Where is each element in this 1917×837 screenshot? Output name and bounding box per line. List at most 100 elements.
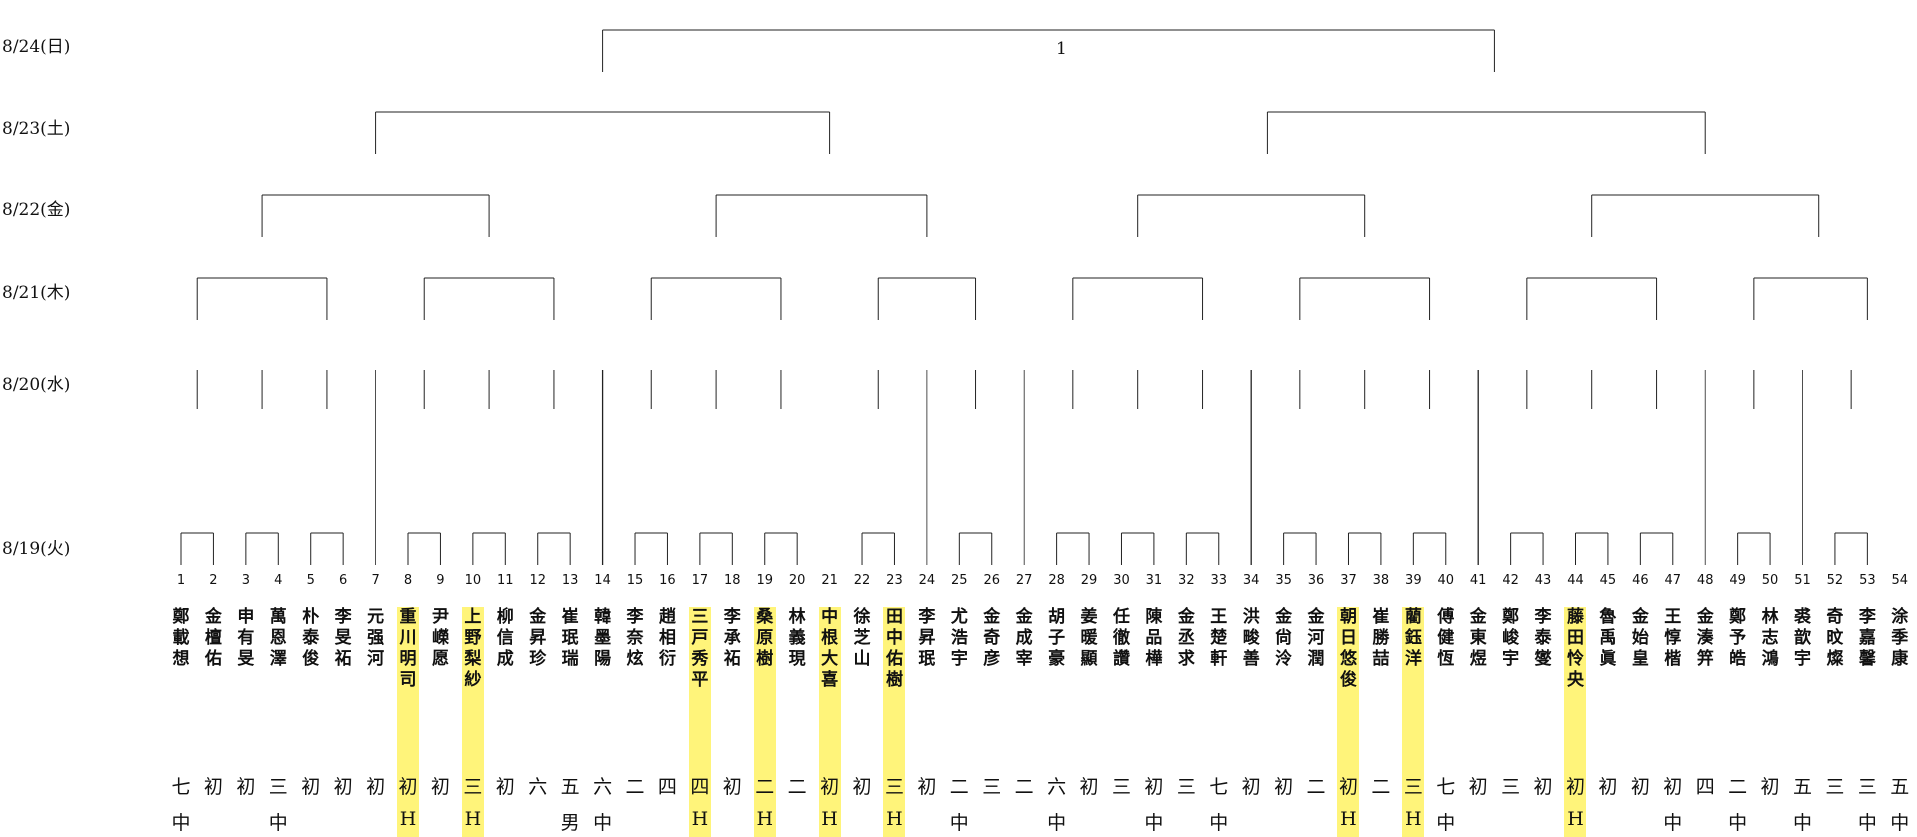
- player-region: H: [756, 808, 774, 830]
- player-number: 26: [983, 573, 1001, 588]
- player-number: 29: [1080, 573, 1098, 588]
- player-number: 15: [626, 573, 644, 588]
- player-number: 34: [1242, 573, 1260, 588]
- player-name: 李嘉馨: [1858, 607, 1876, 669]
- player-number: 7: [371, 573, 380, 588]
- player-number: 32: [1178, 573, 1195, 588]
- player-number: 20: [788, 573, 806, 588]
- player-rank: 三: [1501, 776, 1521, 798]
- player-region: 男: [560, 812, 580, 834]
- player-rank: 三: [1176, 776, 1196, 798]
- player-name: 鄭予皓: [1729, 607, 1747, 669]
- player-name: 元强河: [367, 607, 385, 669]
- highlight-band: [461, 607, 484, 837]
- player-number: 12: [529, 573, 546, 588]
- player-rank: 初: [1630, 776, 1650, 798]
- player-name: 洪畯善: [1242, 607, 1260, 669]
- player-name: 趙相衍: [658, 607, 676, 669]
- player-rank: 初: [398, 776, 418, 798]
- player-name: 金成宰: [1015, 607, 1033, 669]
- player-rank: 初: [1468, 776, 1488, 798]
- player-region: H: [886, 808, 903, 830]
- player-region: 中: [1209, 812, 1229, 834]
- player-rank: 二: [1728, 776, 1748, 798]
- player-rank: 初: [1598, 776, 1618, 798]
- final-match-label: 1: [1056, 39, 1067, 59]
- player-region: 中: [1890, 812, 1910, 834]
- player-number: 41: [1469, 573, 1487, 588]
- player-rank: 二: [1014, 776, 1034, 798]
- player-number: 1: [176, 573, 186, 588]
- player-rank: 二: [1371, 776, 1391, 798]
- player-rank: 初: [1760, 776, 1780, 798]
- player-number: 31: [1145, 573, 1163, 588]
- player-rank: 三: [1825, 776, 1845, 798]
- player-name: 李昇珉: [918, 607, 936, 669]
- player-name: 崔勝喆: [1372, 607, 1390, 669]
- player-rank: 五: [1890, 776, 1910, 798]
- player-name: 尤浩宇: [950, 607, 968, 669]
- highlight-band: [818, 607, 841, 837]
- player-number: 4: [274, 573, 283, 588]
- player-name: 林義現: [788, 607, 806, 669]
- player-rank: 初: [1274, 776, 1294, 798]
- player-rank: 初: [1079, 776, 1099, 798]
- player-name: 傅健恆: [1437, 607, 1455, 669]
- date-label-8-20: 8/20(水): [2, 375, 71, 395]
- player-name: 奇旼燦: [1826, 607, 1844, 669]
- player-name: 柳信成: [496, 607, 514, 669]
- player-name: 朴泰俊: [302, 607, 320, 669]
- player-region: 中: [949, 812, 969, 834]
- player-name: 金東煜: [1469, 607, 1487, 669]
- player-rank: 初: [1533, 776, 1553, 798]
- player-rank: 初: [1144, 776, 1164, 798]
- player-name: 鄭載想: [172, 607, 190, 669]
- player-number: 49: [1729, 573, 1746, 588]
- player-region: H: [1567, 808, 1584, 830]
- player-region: H: [1340, 808, 1357, 830]
- highlight-band: [883, 607, 906, 837]
- player-name: 李旻祏: [334, 607, 352, 669]
- player-name: 李泰燮: [1534, 607, 1552, 669]
- player-name: 上野梨紗: [464, 607, 482, 690]
- player-rank: 四: [690, 776, 710, 798]
- highlight-band: [1564, 607, 1587, 837]
- player-name: 姜暖顯: [1080, 607, 1098, 669]
- player-name: 金河潤: [1307, 607, 1325, 669]
- player-number: 46: [1632, 573, 1649, 588]
- player-name: 三戸秀平: [691, 607, 709, 690]
- player-rank: 初: [1241, 776, 1261, 798]
- player-rank: 初: [495, 776, 515, 798]
- player-region: 中: [1792, 812, 1812, 834]
- player-rank: 初: [1565, 776, 1585, 798]
- player-number: 30: [1113, 573, 1130, 588]
- player-number: 6: [339, 573, 348, 588]
- player-name: 中根大喜: [821, 607, 839, 690]
- player-name: 陳品樺: [1145, 607, 1163, 669]
- player-number: 44: [1567, 573, 1584, 588]
- player-name: 朝日悠俊: [1339, 607, 1357, 690]
- player-number: 52: [1826, 573, 1844, 588]
- player-rank: 初: [852, 776, 872, 798]
- player-rank: 二: [755, 776, 775, 798]
- player-rank: 初: [301, 776, 321, 798]
- player-region: H: [399, 808, 417, 830]
- player-number: 42: [1502, 573, 1519, 588]
- player-number: 21: [821, 573, 838, 588]
- player-region: H: [1405, 808, 1422, 830]
- player-number: 10: [464, 573, 482, 588]
- player-region: 中: [593, 812, 613, 834]
- player-number: 19: [756, 573, 773, 588]
- player-number: 14: [594, 573, 611, 588]
- player-name: 重川明司: [399, 607, 417, 690]
- player-rank: 七: [171, 776, 191, 798]
- player-number: 16: [659, 573, 676, 588]
- highlight-band: [688, 607, 711, 837]
- player-region: H: [691, 808, 709, 830]
- player-rank: 初: [1338, 776, 1358, 798]
- player-rank: 二: [787, 776, 807, 798]
- player-rank: 七: [1436, 776, 1456, 798]
- player-number: 51: [1794, 573, 1811, 588]
- player-name: 萬恩澤: [269, 607, 287, 669]
